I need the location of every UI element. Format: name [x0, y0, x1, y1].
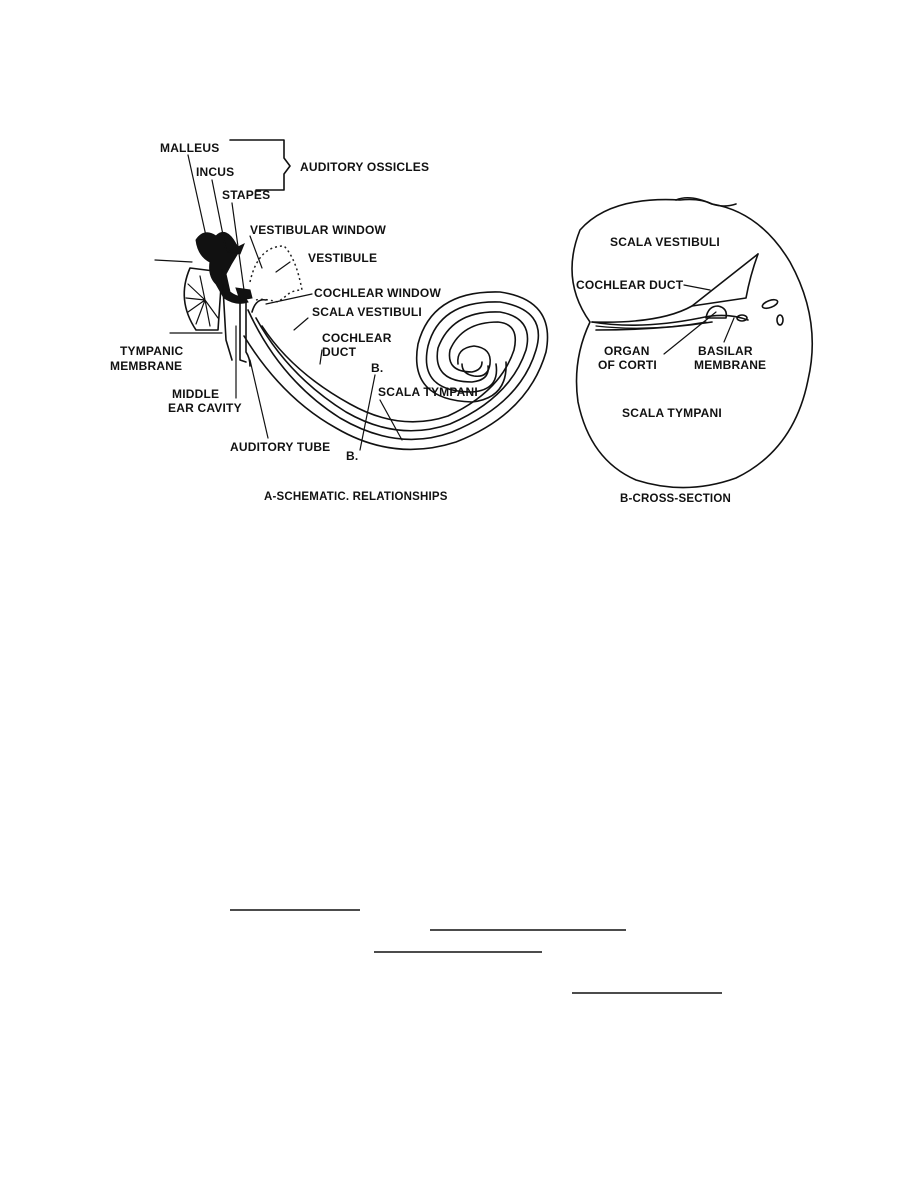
- label-b-scala-vestibuli: SCALA VESTIBULI: [610, 235, 720, 249]
- label-basilar-membrane-line2: MEMBRANE: [694, 358, 766, 372]
- label-auditory-ossicles: AUDITORY OSSICLES: [300, 160, 429, 174]
- label-tympanic-membrane-line1: TYMPANIC: [120, 344, 184, 358]
- organ-of-corti-shape: [705, 305, 728, 319]
- leader-cochlear-duct: [683, 284, 711, 291]
- tympanic-membrane-drawing: [154, 259, 223, 334]
- label-stapes: STAPES: [222, 188, 270, 202]
- label-cochlear-duct-line2: DUCT: [322, 345, 357, 359]
- label-scala-vestibuli: SCALA VESTIBULI: [312, 305, 422, 319]
- label-scala-tympani: SCALA TYMPANI: [378, 385, 478, 399]
- label-b-bottom: B.: [346, 449, 358, 463]
- ossicles-brace: [229, 139, 291, 191]
- label-organ-of-corti-line2: OF CORTI: [598, 358, 657, 372]
- label-b-top: B.: [371, 361, 383, 375]
- schematic-relationships-diagram: MALLEUS INCUS STAPES AUDITORY OSSICLES V…: [110, 139, 549, 503]
- label-basilar-membrane-line1: BASILAR: [698, 344, 753, 358]
- leader-basilar-membrane: [723, 317, 735, 343]
- caption-schematic: A-SCHEMATIC. RELATIONSHIPS: [264, 491, 448, 503]
- vestibular-membrane: [591, 253, 759, 323]
- cochlear-duct-shape: [691, 253, 759, 307]
- caption-cross-section: B-CROSS-SECTION: [620, 493, 731, 505]
- cochlea-drawing: [243, 291, 549, 451]
- schematic-leader-lines: [187, 154, 403, 451]
- basilar-membrane-shelf: [591, 314, 749, 326]
- label-cochlear-duct-line1: COCHLEAR: [322, 331, 392, 345]
- label-cochlear-window: COCHLEAR WINDOW: [314, 286, 441, 300]
- label-malleus: MALLEUS: [160, 141, 219, 155]
- leader-organ-of-corti: [663, 311, 717, 355]
- label-auditory-tube: AUDITORY TUBE: [230, 440, 330, 454]
- label-vestibular-window: VESTIBULAR WINDOW: [250, 223, 387, 237]
- label-b-cochlear-duct: COCHLEAR DUCT: [576, 278, 684, 292]
- fill-in-blanks: [230, 909, 722, 994]
- cochlear-window-drawing: [251, 298, 267, 313]
- label-middle-ear-cavity-line1: MIDDLE: [172, 387, 219, 401]
- label-incus: INCUS: [196, 165, 234, 179]
- middle-ear-walls: [221, 269, 251, 367]
- label-tympanic-membrane-line2: MEMBRANE: [110, 359, 182, 373]
- cochlea-cross-section-outline: [571, 198, 814, 489]
- auditory-ossicles-drawing: [195, 231, 253, 304]
- label-organ-of-corti-line1: ORGAN: [604, 344, 650, 358]
- cross-section-diagram: SCALA VESTIBULI COCHLEAR DUCT ORGAN OF C…: [571, 196, 814, 505]
- vestibule-outline: [249, 245, 303, 303]
- label-b-scala-tympani: SCALA TYMPANI: [622, 406, 722, 420]
- label-middle-ear-cavity-line2: EAR CAVITY: [168, 401, 242, 415]
- label-vestibule: VESTIBULE: [308, 251, 377, 265]
